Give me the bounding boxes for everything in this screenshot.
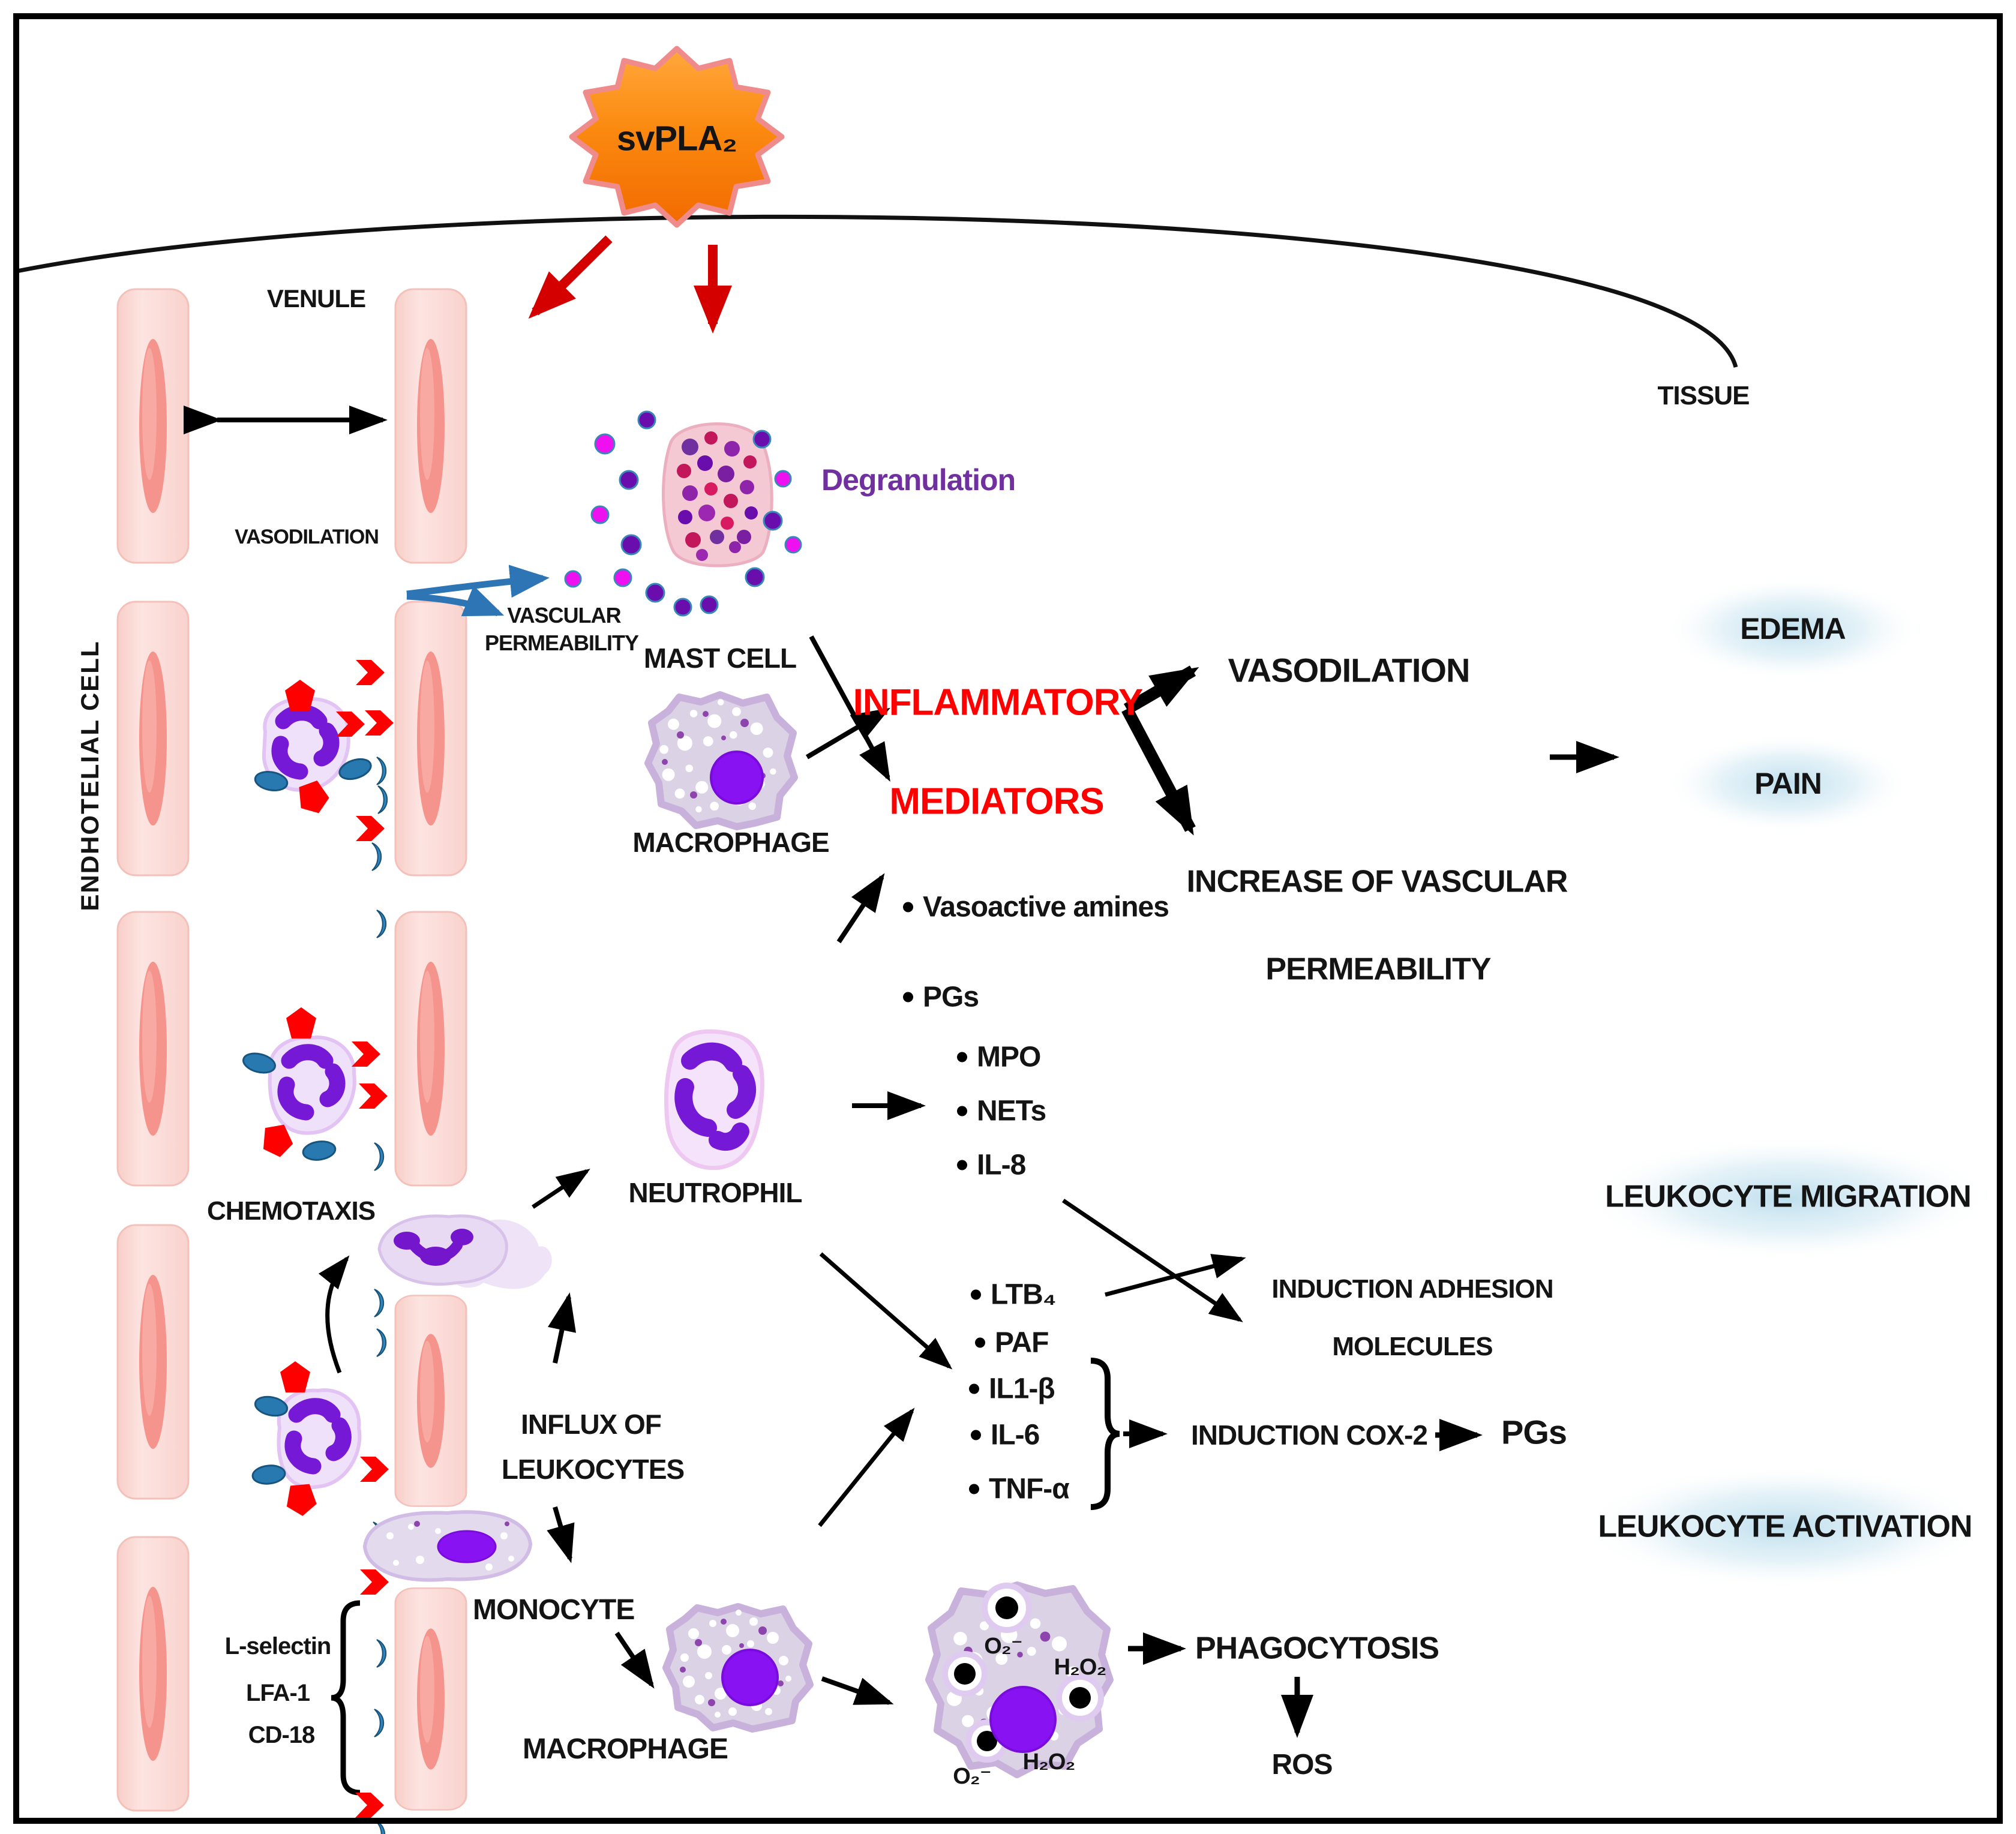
product-bullet-il8: IL-8: [957, 1149, 1026, 1182]
svpla2-arrow-left: [528, 235, 613, 319]
mediators-label: MEDIATORS: [889, 781, 1104, 823]
neutrophil-to-cytokines-arrow: [819, 1252, 953, 1370]
chemotaxis-curved-arrow: [318, 1255, 350, 1374]
lselectin-label: L-selectin: [224, 1633, 332, 1659]
mediators-branch-arrow: [1121, 665, 1199, 836]
ros-label: ROS: [1271, 1748, 1333, 1781]
bullet-dot: [969, 1383, 979, 1394]
mast-cell-label: MAST CELL: [643, 642, 797, 674]
neutrophil-label: NEUTROPHIL: [628, 1176, 803, 1208]
neutrophil-icon: [664, 1029, 764, 1170]
cytokine-bullet-il6: IL-6: [971, 1419, 1040, 1452]
macrophage-to-mediators-arrow: [805, 707, 890, 760]
macrophage-activated-icon: [925, 1581, 1114, 1778]
tissue-label: TISSUE: [1657, 380, 1750, 410]
neutrophil-transmigrating-icon: [377, 1214, 552, 1289]
leukocyte-rolling-icon: [253, 680, 374, 818]
product-bullet-nets: NETs: [957, 1095, 1046, 1128]
increase-vascular-label-2: PERMEABILITY: [1265, 951, 1491, 987]
increase-vascular-label-1: INCREASE OF VASCULAR: [1186, 864, 1568, 899]
cytokine-bullet-ltb4: LTB₄: [971, 1278, 1057, 1311]
h2o2-right-label: H₂O₂: [1054, 1655, 1107, 1680]
monocyte-to-macrophage-arrow: [614, 1631, 655, 1689]
pain-cloud: [1665, 733, 1911, 834]
leukocyte-adherent-icon: [251, 1361, 362, 1518]
pain-label: PAIN: [1754, 766, 1822, 800]
monocyte-icon: [362, 1510, 533, 1582]
vascular-permeability-label-2: PERMEABILITY: [484, 631, 639, 656]
leukocyte-migration-label: LEUKOCYTE MIGRATION: [1605, 1179, 1972, 1214]
leukocyte-chemotaxis-icon: [240, 1007, 356, 1163]
macrophage-to-cytokines-arrow: [818, 1407, 915, 1527]
bullet-dot: [969, 1484, 979, 1494]
influx-label-1: INFLUX OF: [521, 1408, 662, 1440]
cytokine-bullet-il1b: IL1-β: [969, 1373, 1055, 1406]
inflammatory-label: INFLAMMATORY: [853, 682, 1144, 724]
mast-cell-icon: [564, 410, 802, 617]
mediator-bullet-amines: Vasoactive amines: [903, 891, 1169, 924]
chemotaxis-label: CHEMOTAXIS: [206, 1196, 376, 1226]
degranulation-label: Degranulation: [821, 463, 1016, 497]
il8-to-adhesion-arrow: [1062, 1199, 1243, 1322]
bullet-dot: [957, 1160, 967, 1170]
migration-cloud: [1584, 1136, 1992, 1262]
macrophage-top-label: MACROPHAGE: [632, 826, 829, 858]
selectin-brace: [331, 1600, 361, 1796]
leukocyte-activation-label: LEUKOCYTE ACTIVATION: [1598, 1509, 1972, 1544]
pgs-label: PGs: [1501, 1413, 1567, 1451]
induction-adhesion-label-2: MOLECULES: [1332, 1331, 1493, 1361]
influx-down-arrow: [547, 1506, 575, 1563]
bullet-dot: [957, 1052, 967, 1062]
edema-cloud: [1664, 576, 1922, 682]
activation-cloud: [1581, 1464, 1989, 1590]
bullet-dot: [957, 1106, 967, 1116]
phagocytosis-label: PHAGOCYTOSIS: [1195, 1631, 1439, 1666]
lfa1-label: LFA-1: [245, 1680, 310, 1706]
tissue-boundary-curve: [16, 214, 1738, 368]
o2-top-label: O₂⁻: [984, 1634, 1022, 1659]
cytokine-bullet-tnfa: TNF-α: [969, 1473, 1070, 1506]
macrophage-bottom-label: MACROPHAGE: [522, 1733, 728, 1765]
bullet-dot: [971, 1430, 981, 1440]
diagram-border: [13, 13, 2003, 1824]
induction-adhesion-label-1: INDUCTION ADHESION: [1271, 1274, 1553, 1304]
venule-label: VENULE: [266, 284, 366, 313]
product-bullet-mpo: MPO: [957, 1041, 1041, 1074]
bullet-dot: [903, 902, 913, 913]
macrophage-to-activated-arrow: [821, 1676, 894, 1705]
bullet-dot: [975, 1337, 985, 1348]
bullet-dot: [971, 1289, 981, 1300]
edema-label: EDEMA: [1740, 611, 1846, 646]
svpla2-label: svPLA₂: [616, 119, 737, 158]
monocyte-label: MONOCYTE: [473, 1593, 635, 1626]
to-neutrophil-label-arrow: [532, 1169, 590, 1209]
o2-bottom-label: O₂⁻: [953, 1764, 991, 1790]
svpla2-starburst: [569, 46, 785, 228]
cytokine-brace: [1090, 1358, 1120, 1510]
macrophage-bottom-icon: [662, 1603, 814, 1733]
vascular-permeability-arrow: [406, 565, 550, 617]
ltb4-to-adhesion-arrow: [1105, 1254, 1246, 1297]
cytokine-bullet-paf: PAF: [975, 1326, 1049, 1359]
cd18-label: CD-18: [248, 1722, 316, 1748]
influx-label-2: LEUKOCYTES: [501, 1453, 685, 1485]
bullet-dot: [903, 992, 913, 1002]
vascular-permeability-label-1: VASCULAR: [507, 603, 621, 628]
effect-vasodilation-label: VASODILATION: [1228, 651, 1471, 689]
vasodilation-vessel-label: VASODILATION: [235, 526, 379, 549]
induction-cox2-label: INDUCTION COX-2: [1191, 1419, 1428, 1451]
macrophage-top-icon: [644, 691, 798, 830]
mediator-bullet-pgs: PGs: [903, 981, 979, 1014]
influx-up-arrow: [548, 1292, 577, 1364]
mastcell-to-mediators-arrow: [809, 635, 890, 782]
macrophage-to-bullets-arrow: [836, 873, 885, 944]
h2o2-bottom-label: H₂O₂: [1022, 1749, 1076, 1775]
